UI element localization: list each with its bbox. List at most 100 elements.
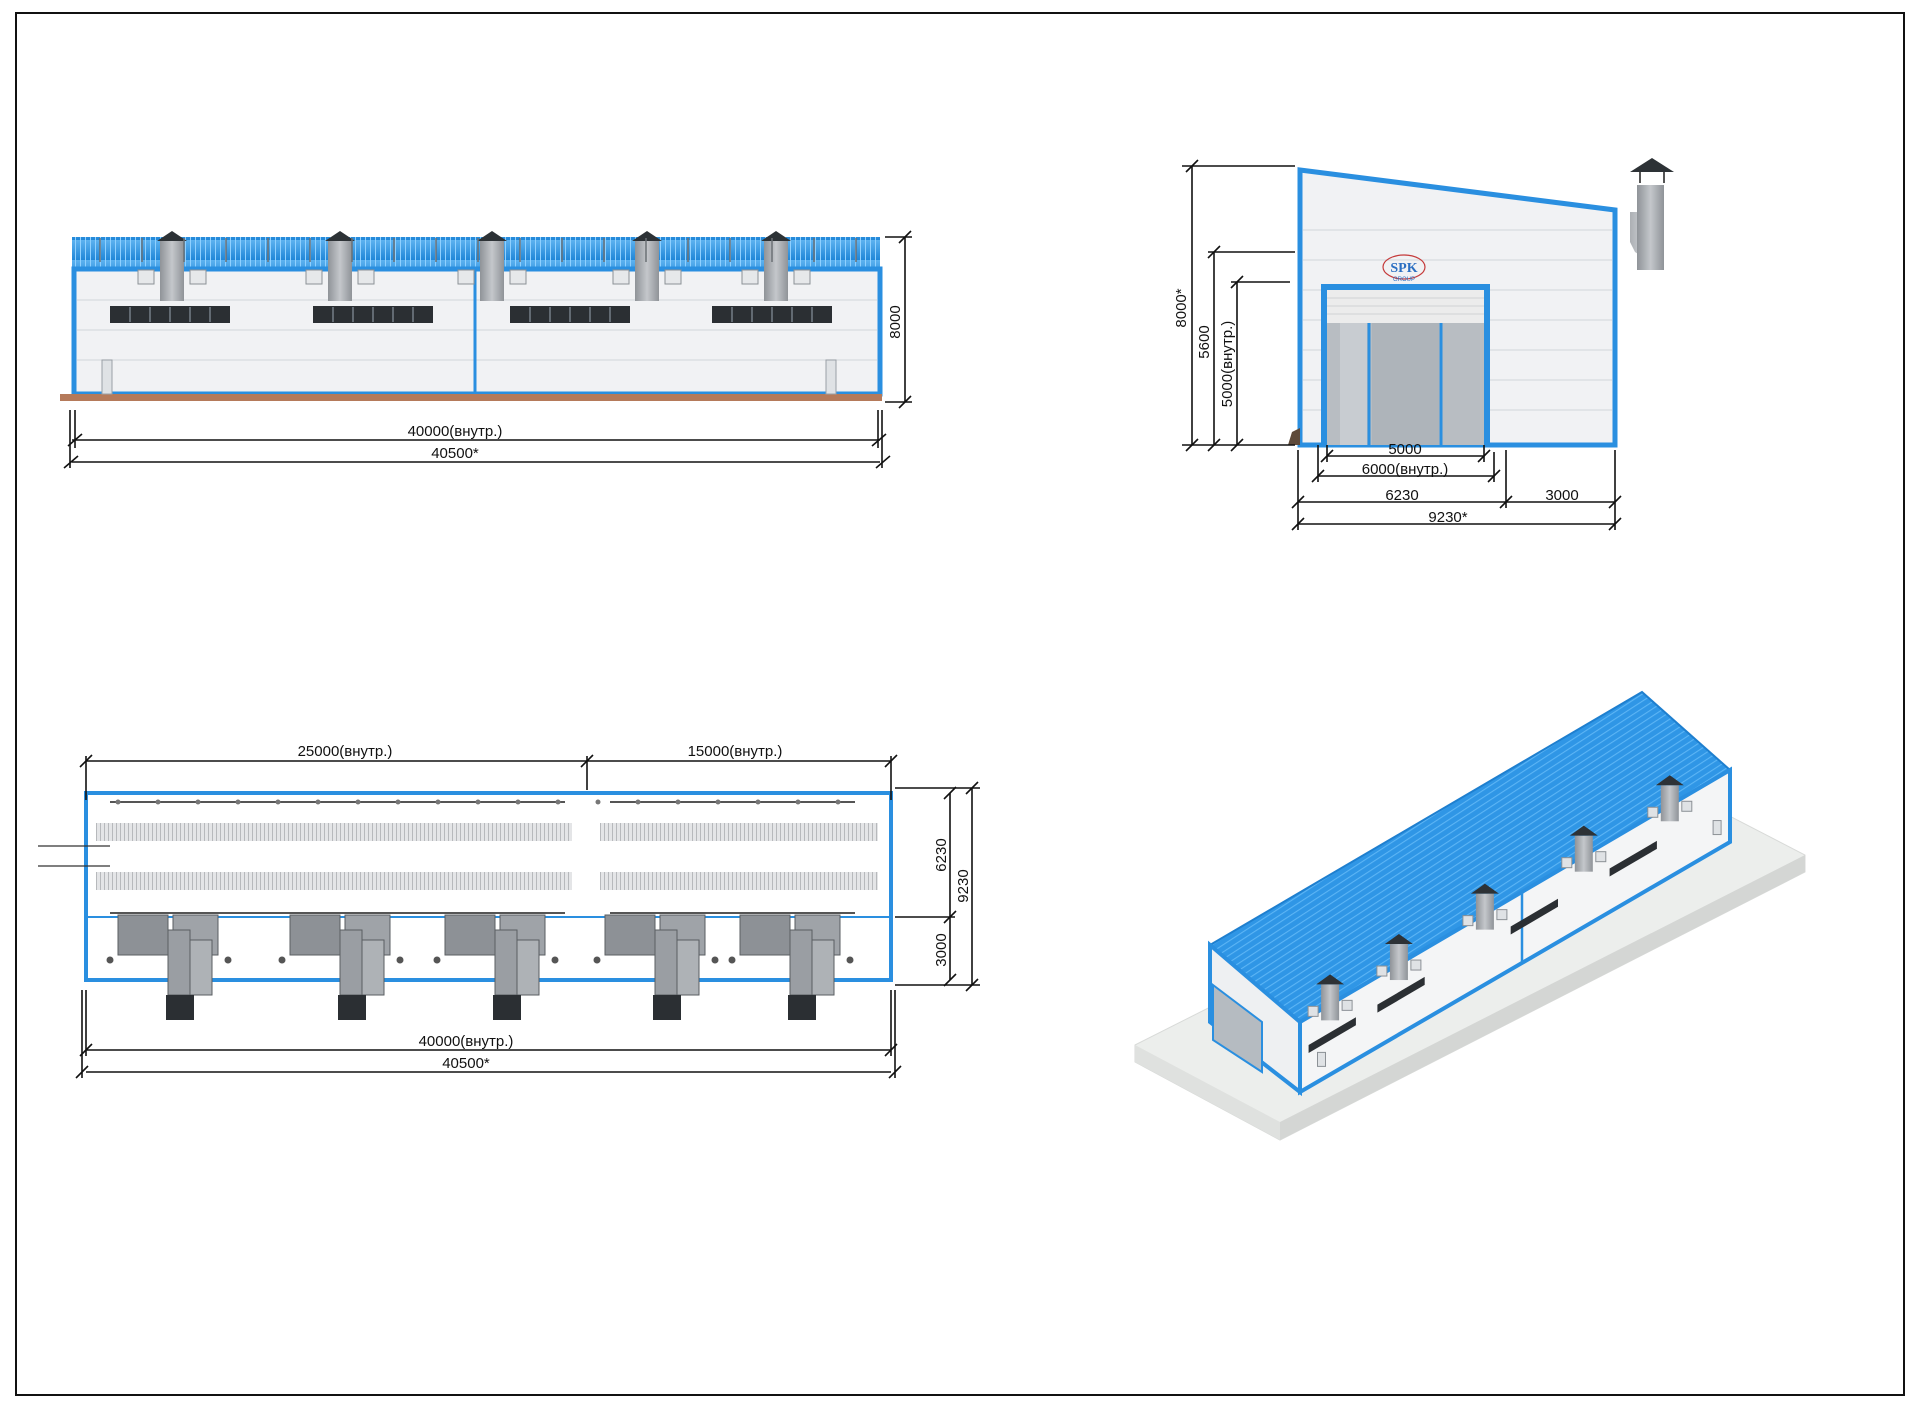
plan-roof-bracket	[835, 799, 841, 805]
end-inner-width-label: 6000(внутр.)	[1362, 461, 1449, 478]
plan-rack-1b	[600, 823, 878, 841]
plan-unit-base	[788, 995, 816, 1020]
iso-fan-box	[1681, 800, 1693, 812]
iso-vent-duct	[1475, 893, 1494, 930]
plan-post	[551, 956, 559, 964]
plan-roof-bracket	[795, 799, 801, 805]
plan-rack-2a	[96, 872, 572, 890]
plan-unit-duct	[339, 929, 363, 996]
plan-unit-duct	[189, 939, 213, 996]
iso-vent-cap	[1655, 775, 1684, 786]
end-height-5600-label: 5600	[1196, 325, 1213, 358]
side-fan-box	[741, 269, 759, 285]
side-roof	[72, 237, 880, 269]
iso-fan-box	[1410, 959, 1422, 971]
side-fan-box	[189, 269, 207, 285]
iso-door	[1317, 1051, 1326, 1067]
plan-roof-bracket	[115, 799, 121, 805]
iso-window	[1308, 1017, 1356, 1053]
side-inner-length-label: 40000(внутр.)	[408, 423, 503, 440]
plan-unit-duct	[811, 939, 835, 996]
plan-unit-body	[604, 914, 656, 956]
iso-fan-box	[1647, 806, 1659, 818]
plan-roof-bracket	[475, 799, 481, 805]
side-vent-duct	[160, 241, 184, 301]
spk-logo: SPK GROUP	[1382, 254, 1426, 283]
plan-rack-1a	[96, 823, 572, 841]
iso-vent-duct	[1389, 944, 1408, 981]
side-fan-box	[664, 269, 682, 285]
sheet-frame	[15, 12, 1905, 1396]
end-total-width-label: 9230*	[1428, 509, 1467, 526]
plan-roof-bracket	[715, 799, 721, 805]
plan-roof-bracket	[555, 799, 561, 805]
plan-unit-duct	[516, 939, 540, 996]
plan-unit-duct	[361, 939, 385, 996]
side-fan-box	[305, 269, 323, 285]
iso-vent-cap	[1569, 825, 1598, 836]
side-vent-duct	[635, 241, 659, 301]
plan-unit-body	[739, 914, 791, 956]
plan-post	[106, 956, 114, 964]
plan-left-section-label: 25000(внутр.)	[298, 743, 393, 760]
side-fan-box	[612, 269, 630, 285]
side-fan-box	[137, 269, 155, 285]
logo-sub: GROUP	[1393, 277, 1415, 283]
end-width-3000-label: 3000	[1545, 487, 1578, 504]
plan-roof-bracket	[235, 799, 241, 805]
iso-vent-cap	[1316, 974, 1345, 985]
plan-depth-3000-label: 3000	[933, 933, 950, 966]
plan-roof-bracket	[755, 799, 761, 805]
side-vent-cap	[761, 231, 791, 241]
plan-unit-body	[444, 914, 496, 956]
plan-roof-bracket	[435, 799, 441, 805]
plan-depth-6230-label: 6230	[933, 838, 950, 871]
plan-unit-body	[289, 914, 341, 956]
plan-post	[224, 956, 232, 964]
iso-vent-duct	[1321, 984, 1340, 1021]
plan-roof-bracket	[195, 799, 201, 805]
iso-window	[1510, 898, 1558, 935]
iso-vent-duct	[1574, 835, 1593, 872]
plan-post	[593, 956, 601, 964]
side-fan-box	[793, 269, 811, 285]
plan-unit-duct	[789, 929, 813, 996]
end-chimney	[1637, 185, 1664, 270]
plan-unit-body	[117, 914, 169, 956]
plan-post	[278, 956, 286, 964]
plan-inner-length-label: 40000(внутр.)	[419, 1033, 514, 1050]
plan-roof-bracket	[595, 799, 601, 805]
iso-fan-box	[1341, 999, 1353, 1011]
end-chimney-cap	[1630, 158, 1674, 172]
iso-door	[1712, 820, 1722, 836]
side-door-right	[825, 359, 837, 395]
side-elevation-view: 40000(внутр.) 40500* 8000	[60, 230, 912, 469]
iso-vent-duct	[1660, 785, 1679, 822]
side-wall	[71, 266, 883, 397]
iso-fan-box	[1307, 1005, 1319, 1017]
plan-unit-duct	[494, 929, 518, 996]
plan-unit-base	[338, 995, 366, 1020]
side-vent-duct	[328, 241, 352, 301]
plan-roof-bracket	[395, 799, 401, 805]
end-door-height-label: 5000(внутр.)	[1219, 321, 1236, 408]
iso-vent-cap	[1384, 934, 1413, 945]
plan-view: 25000(внутр.) 15000(внутр.) 6230 3000 92…	[38, 743, 980, 1079]
plan-roof-bracket	[155, 799, 161, 805]
end-door-width-label: 5000	[1388, 441, 1421, 458]
plan-unit-base	[166, 995, 194, 1020]
isometric-view	[1134, 690, 1806, 1141]
iso-window	[1377, 976, 1425, 1013]
plan-unit-duct	[676, 939, 700, 996]
side-vent-cap	[325, 231, 355, 241]
side-vent-duct	[480, 241, 504, 301]
plan-total-depth-label: 9230	[955, 869, 972, 902]
end-total-height-label: 8000*	[1173, 288, 1190, 327]
iso-fan-box	[1595, 851, 1607, 863]
iso-fan-box	[1462, 915, 1474, 927]
plan-right-section-label: 15000(внутр.)	[688, 743, 783, 760]
iso-vent-cap	[1470, 883, 1499, 894]
end-width-6230-label: 6230	[1385, 487, 1418, 504]
plan-roof-bracket	[275, 799, 281, 805]
